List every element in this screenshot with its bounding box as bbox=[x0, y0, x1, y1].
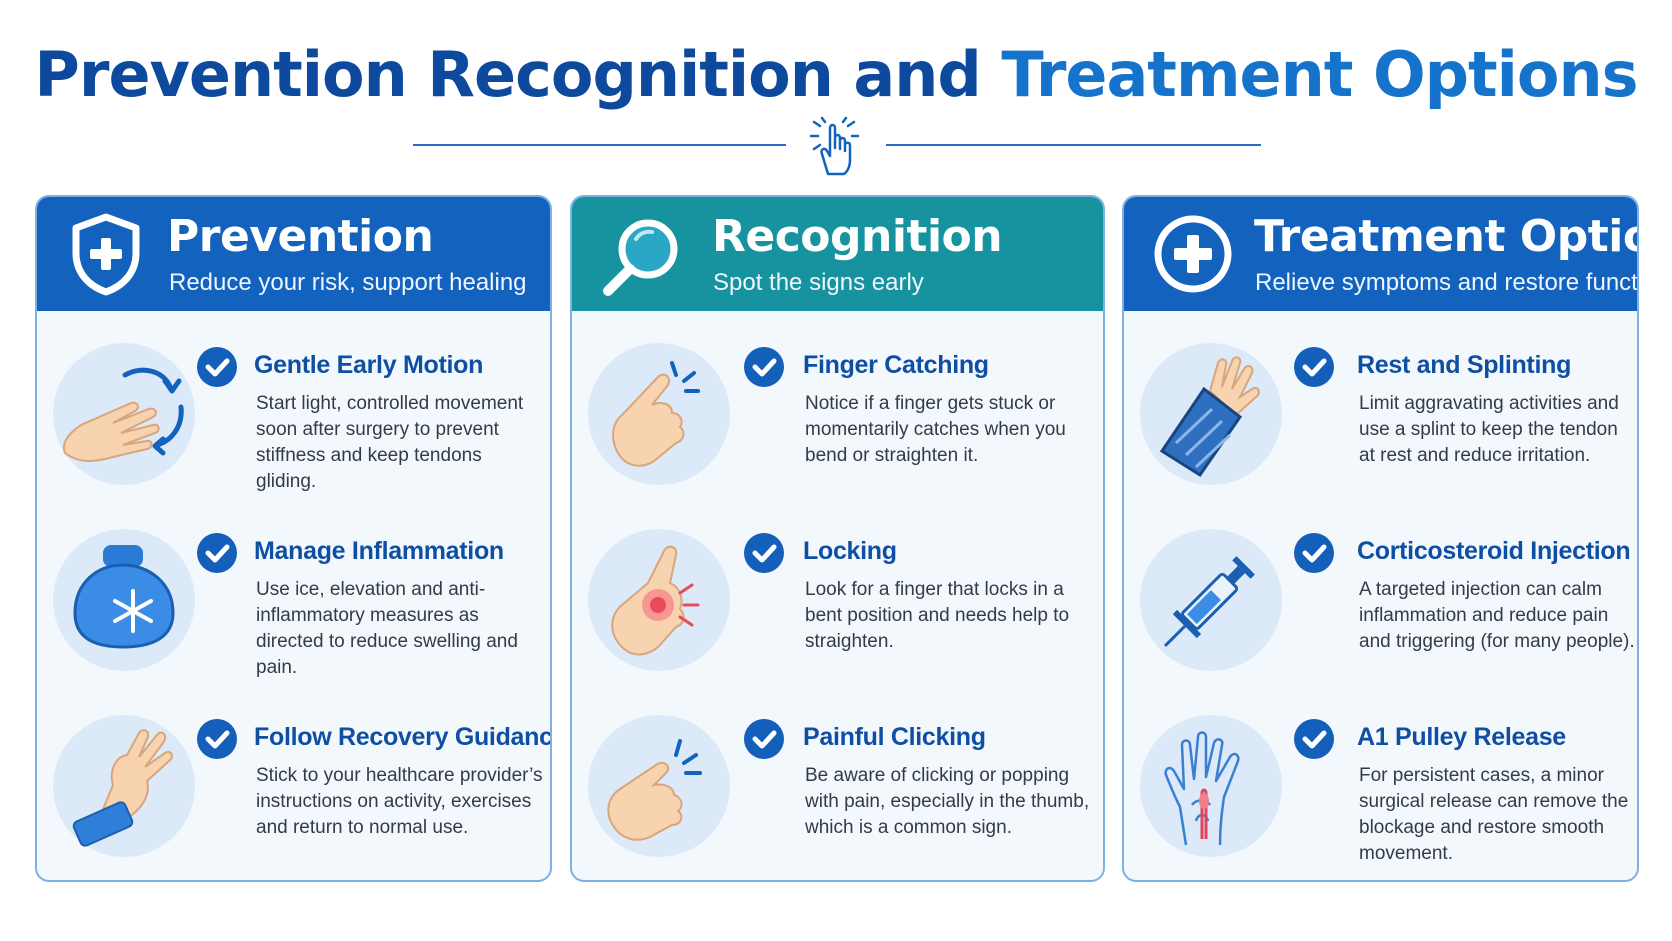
list-item: A1 Pulley Release For persistent cases, … bbox=[1124, 715, 1637, 880]
syringe-icon bbox=[1140, 529, 1282, 671]
check-icon bbox=[197, 347, 237, 387]
item-title: A1 Pulley Release bbox=[1357, 723, 1566, 751]
recognition-header: Recognition Spot the signs early bbox=[572, 197, 1103, 311]
item-title: Rest and Splinting bbox=[1357, 351, 1572, 379]
item-title: Follow Recovery Guidance bbox=[254, 723, 552, 751]
prevention-title: Prevention bbox=[167, 211, 434, 262]
treatment-subtitle: Relieve symptoms and restore function bbox=[1255, 269, 1639, 296]
item-description: Stick to your healthcare provider’s inst… bbox=[256, 765, 543, 838]
list-item: Locking Look for a finger that locks in … bbox=[572, 529, 1103, 699]
title-divider-right bbox=[886, 144, 1261, 146]
treatment-panel: Treatment Options Relieve symptoms and r… bbox=[1122, 195, 1639, 882]
prevention-subtitle: Reduce your risk, support healing bbox=[169, 269, 527, 296]
check-icon bbox=[1294, 347, 1334, 387]
list-item: Gentle Early Motion Start light, control… bbox=[37, 343, 550, 513]
item-description: Limit aggravating activities and use a s… bbox=[1359, 393, 1619, 466]
check-icon bbox=[1294, 533, 1334, 573]
page-title-part-1: Prevention Recognition and bbox=[34, 38, 1002, 111]
list-item: Corticosteroid Injection A targeted inje… bbox=[1124, 529, 1637, 699]
wrist-support-icon bbox=[53, 715, 195, 857]
item-title: Gentle Early Motion bbox=[254, 351, 484, 379]
item-description: Notice if a finger gets stuck or momenta… bbox=[805, 393, 1066, 466]
locked-finger-icon bbox=[588, 529, 730, 671]
clicking-thumb-icon bbox=[588, 715, 730, 857]
list-item: Rest and Splinting Limit aggravating act… bbox=[1124, 343, 1637, 513]
hand-anatomy-icon bbox=[1140, 715, 1282, 857]
title-divider-left bbox=[413, 144, 786, 146]
medical-cross-icon bbox=[1150, 211, 1236, 297]
item-description: A targeted injection can calm inflammati… bbox=[1359, 579, 1635, 652]
item-title: Manage Inflammation bbox=[254, 537, 504, 565]
recognition-title: Recognition bbox=[712, 211, 1003, 262]
treatment-title: Treatment Options bbox=[1254, 211, 1637, 262]
page-title-part-2: Treatment Options bbox=[1001, 38, 1638, 111]
catching-finger-icon bbox=[588, 343, 730, 485]
item-description: Start light, controlled movement soon af… bbox=[256, 393, 524, 492]
ice-pack-icon bbox=[53, 529, 195, 671]
check-icon bbox=[744, 347, 784, 387]
check-icon bbox=[197, 719, 237, 759]
list-item: Finger Catching Notice if a finger gets … bbox=[572, 343, 1103, 513]
prevention-panel: Prevention Reduce your risk, support hea… bbox=[35, 195, 552, 882]
magnifier-icon bbox=[598, 211, 684, 297]
list-item: Follow Recovery Guidance Stick to your h… bbox=[37, 715, 552, 880]
check-icon bbox=[1294, 719, 1334, 759]
treatment-header: Treatment Options Relieve symptoms and r… bbox=[1124, 197, 1637, 311]
item-description: Use ice, elevation and anti-inflammatory… bbox=[256, 579, 518, 678]
list-item: Manage Inflammation Use ice, elevation a… bbox=[37, 529, 550, 699]
list-item: Painful Clicking Be aware of clicking or… bbox=[572, 715, 1103, 880]
check-icon bbox=[197, 533, 237, 573]
pointing-hand-icon bbox=[800, 114, 868, 182]
page-title: Prevention Recognition and Treatment Opt… bbox=[0, 38, 1672, 111]
check-icon bbox=[744, 533, 784, 573]
recognition-subtitle: Spot the signs early bbox=[713, 269, 924, 296]
check-icon bbox=[744, 719, 784, 759]
item-title: Finger Catching bbox=[803, 351, 989, 379]
recognition-panel: Recognition Spot the signs early Finger … bbox=[570, 195, 1105, 882]
hand-splint-icon bbox=[1140, 343, 1282, 485]
moving-hand-icon bbox=[53, 343, 195, 485]
prevention-header: Prevention Reduce your risk, support hea… bbox=[37, 197, 550, 311]
item-title: Corticosteroid Injection bbox=[1357, 537, 1631, 565]
item-title: Locking bbox=[803, 537, 897, 565]
item-description: For persistent cases, a minor surgical r… bbox=[1359, 765, 1629, 864]
item-description: Look for a finger that locks in a bent p… bbox=[805, 579, 1070, 652]
item-title: Painful Clicking bbox=[803, 723, 986, 751]
item-description: Be aware of clicking or popping with pai… bbox=[805, 765, 1090, 838]
shield-plus-icon bbox=[63, 211, 149, 297]
